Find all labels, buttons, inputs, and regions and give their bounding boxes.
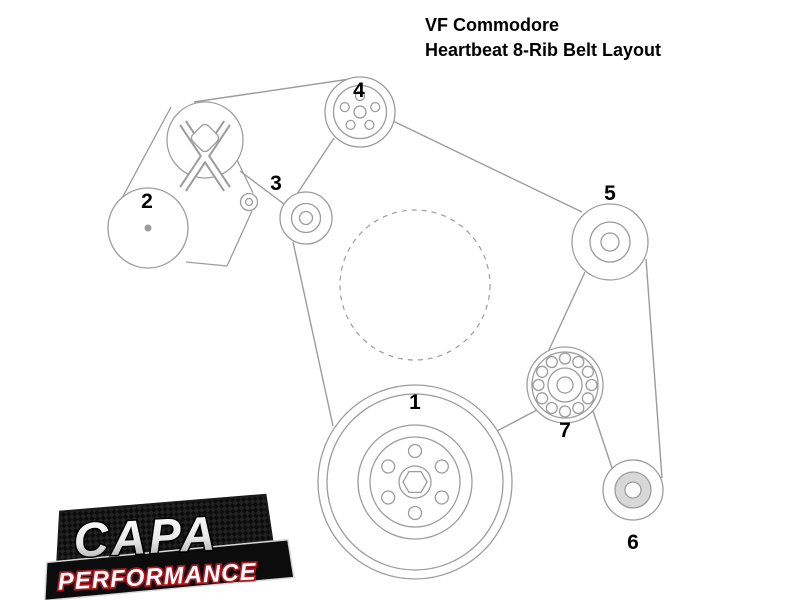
belt-segment — [239, 170, 285, 205]
belt-segment — [292, 241, 334, 427]
logo-performance-strip — [43, 538, 295, 600]
tensioner-pivot-diamond — [190, 123, 220, 153]
pulley-1-label: 1 — [409, 391, 421, 414]
tensioner-x-brace — [179, 120, 231, 192]
page-title: VF Commodore Heartbeat 8-Rib Belt Layout — [425, 15, 661, 60]
crank-center-hub — [398, 465, 432, 499]
pulley-4-bolt-holes — [339, 90, 381, 131]
belt-lines — [193, 78, 663, 479]
pulley-3-label: 3 — [270, 172, 282, 195]
capa-logo: CAPA PERFORMANCE — [43, 493, 295, 600]
tensioner-bracket — [120, 106, 259, 267]
pulley-6-label: 6 — [627, 531, 639, 554]
belt-segment — [547, 271, 586, 353]
pulley-4-center-hole — [353, 105, 367, 119]
tensioner-assembly — [107, 101, 259, 269]
bearing-center-hole — [556, 376, 574, 394]
pulley-3 — [279, 191, 333, 245]
pulley-5 — [571, 203, 649, 281]
tensioner-bolt — [239, 192, 259, 212]
pulley-labels: 1 2 3 4 5 6 7 — [141, 79, 639, 554]
pulley-6 — [602, 459, 664, 521]
title-line-2: Heartbeat 8-Rib Belt Layout — [425, 40, 661, 60]
pulley-4 — [324, 76, 396, 148]
belt-segment — [645, 258, 663, 479]
pulley-1-crank — [317, 384, 513, 580]
belt-segment — [392, 120, 583, 213]
bearing-inner-race — [547, 367, 583, 403]
pulley-7-bearing — [526, 346, 604, 424]
logo-capa-text: CAPA — [72, 507, 219, 567]
pulley-2-label: 2 — [141, 190, 153, 213]
pulley-4-label: 4 — [353, 79, 365, 102]
belt-segment — [296, 137, 335, 195]
water-pump-dashed-circle — [339, 209, 491, 361]
pulley-2-center-dot — [144, 224, 152, 232]
bearing-balls — [532, 352, 598, 418]
belt-segment — [496, 409, 538, 432]
title-line-1: VF Commodore — [425, 15, 559, 35]
belt-segment — [193, 78, 351, 103]
belt-segment — [591, 407, 613, 469]
crank-bolt-holes — [381, 443, 449, 521]
pulley-7-label: 7 — [559, 419, 571, 442]
crank-hex-bolt — [402, 470, 428, 494]
pulley-5-label: 5 — [604, 182, 616, 205]
